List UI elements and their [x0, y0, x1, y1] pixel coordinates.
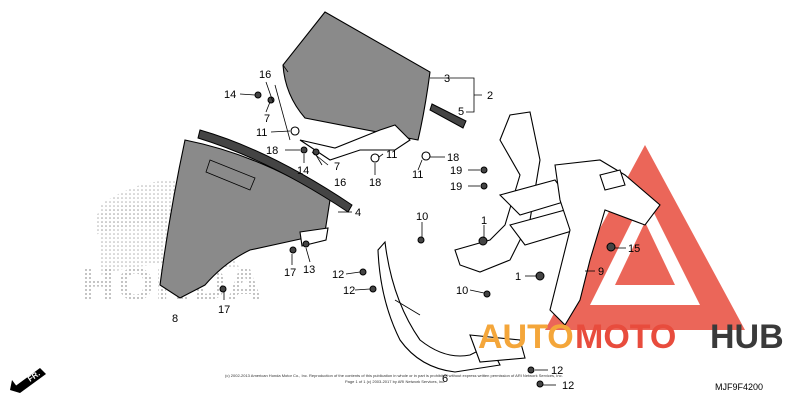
callout-18-middle: 18 [369, 177, 381, 189]
callout-17-upper: 17 [284, 267, 296, 279]
callout-14-lower: 14 [297, 165, 309, 177]
callout-16-upper: 16 [259, 69, 271, 81]
callout-2: 2 [487, 90, 493, 102]
callout-18-right: 18 [447, 152, 459, 164]
seal-strip-part-5 [429, 103, 467, 129]
watermark-auto: AUTO [478, 318, 574, 356]
callout-12-upper: 12 [332, 269, 344, 281]
screen-lower-bracket [299, 124, 411, 161]
callout-15: 15 [628, 243, 640, 255]
callout-14-upper: 14 [224, 89, 236, 101]
watermark-text: AUTO MOTO HUB [478, 318, 784, 356]
callout-numbers: 3 2 5 16 14 7 11 18 14 7 16 18 11 11 18 … [172, 69, 640, 392]
callout-13: 13 [303, 264, 315, 276]
meter-panel-part-6 [377, 240, 526, 373]
leader-lines [223, 77, 626, 386]
callout-18-left: 18 [266, 145, 278, 157]
callout-1-upper: 1 [481, 215, 487, 227]
copyright-line-2: Page 1 of 1 (c) 2003-2017 by ARI Network… [345, 379, 445, 384]
watermark-moto: MOTO [575, 318, 676, 356]
diagram-part-code: MJF9F4200 [715, 382, 763, 392]
callout-11-right: 11 [412, 169, 423, 181]
stay-assembly-part-1 [454, 111, 576, 273]
callout-12-middle: 12 [343, 285, 355, 297]
callout-19-upper: 19 [450, 165, 462, 177]
callout-1-lower: 1 [515, 271, 521, 283]
callout-16-lower: 16 [334, 177, 346, 189]
callout-11-middle: 11 [386, 149, 397, 161]
callout-7-lower: 7 [334, 161, 340, 173]
callout-19-lower: 19 [450, 181, 462, 193]
upper-cowl-part-8 [159, 129, 353, 299]
callout-6: 6 [442, 373, 448, 385]
front-direction-arrow: FR. [10, 368, 46, 393]
callout-12-lower-b: 12 [562, 380, 574, 392]
callout-8: 8 [172, 313, 178, 325]
callout-12-lower-a: 12 [551, 365, 563, 377]
callout-11-upper: 11 [256, 127, 267, 139]
callout-5: 5 [458, 106, 464, 118]
callout-7-upper: 7 [264, 113, 270, 125]
windscreen-part-3 [282, 11, 431, 141]
callout-10-lower: 10 [456, 285, 468, 297]
callout-4: 4 [355, 207, 361, 219]
watermark-hub: HUB [710, 318, 784, 356]
fasteners [219, 91, 616, 388]
watermark-triangle-logo [545, 145, 745, 330]
callout-9: 9 [598, 266, 604, 278]
stay-part-9 [549, 159, 661, 326]
callout-17-lower: 17 [218, 304, 230, 316]
copyright-line-1: (c) 2002-2013 American Honda Motor Co., … [225, 373, 563, 378]
callout-3: 3 [444, 73, 450, 85]
callout-10-upper: 10 [416, 211, 428, 223]
